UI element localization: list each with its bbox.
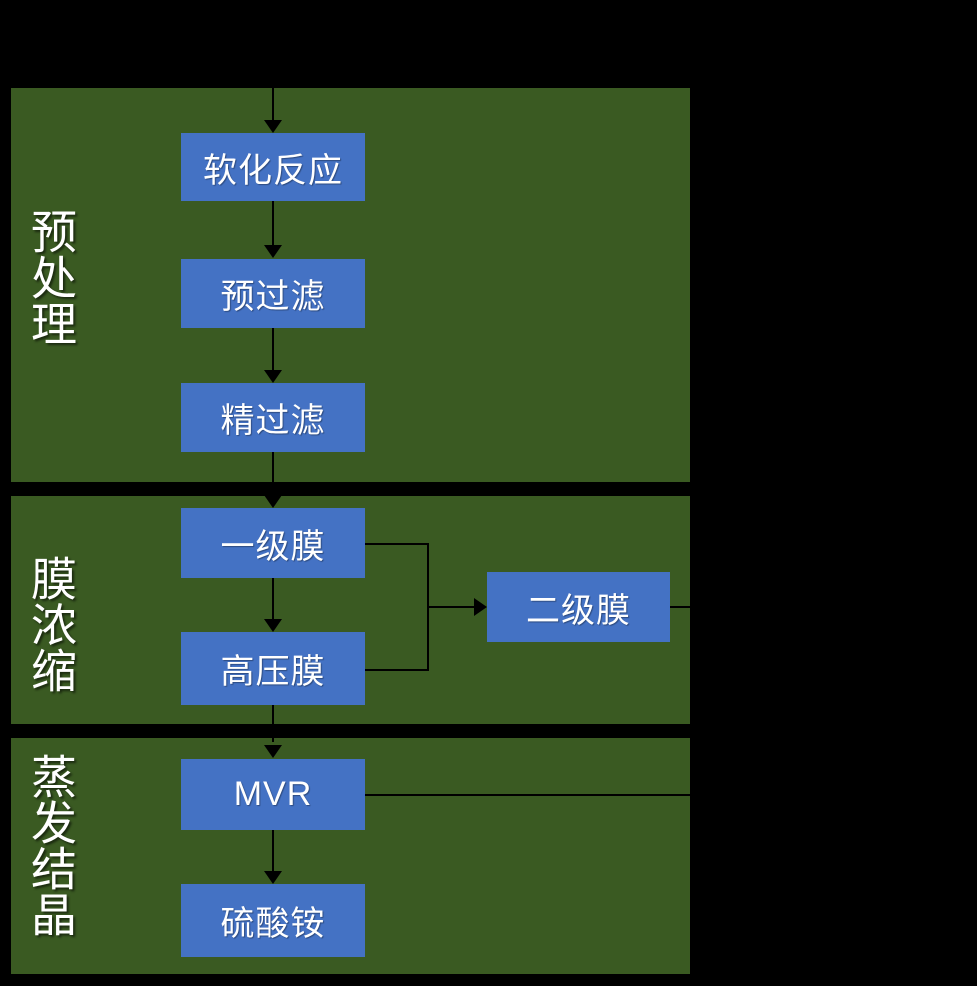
connector-gap-to-mvr [272, 738, 274, 742]
stage-label-evaporation-crystallization: 蒸发结晶 [25, 753, 77, 937]
node-mvr[interactable]: MVR [181, 759, 365, 830]
node-high-pressure-membrane[interactable]: 高压膜 [181, 632, 365, 705]
node-finefilter[interactable]: 精过滤 [181, 383, 365, 452]
connector-primary-to-merge [365, 543, 429, 545]
connector-high-pressure-to-merge [365, 669, 429, 671]
arrowhead-merge-to-secondary-membrane [474, 598, 487, 616]
arrowhead-softening-to-prefilter [264, 245, 282, 258]
arrowhead-to-mvr [264, 745, 282, 758]
arrowhead-mvr-to-ammonium-sulfate [264, 871, 282, 884]
node-primary-membrane[interactable]: 一级膜 [181, 508, 365, 578]
arrowhead-prefilter-to-finefilter [264, 370, 282, 383]
node-softening[interactable]: 软化反应 [181, 133, 365, 201]
stage-label-membrane-concentration: 膜浓缩 [25, 555, 77, 693]
connector-merge-to-secondary-membrane [427, 606, 477, 608]
connector-primary-to-high-pressure [272, 578, 274, 622]
arrowhead-inlet-to-softening [264, 120, 282, 133]
arrowhead-primary-to-high-pressure [264, 619, 282, 632]
stage-label-pretreatment: 预处理 [25, 208, 77, 346]
connector-mvr-to-ammonium-sulfate [272, 830, 274, 874]
connector-secondary-membrane-outlet [670, 606, 690, 608]
node-prefilter[interactable]: 预过滤 [181, 259, 365, 328]
node-ammonium-sulfate[interactable]: 硫酸铵 [181, 884, 365, 957]
connector-prefilter-to-finefilter [272, 328, 274, 372]
arrowhead-to-primary-membrane [264, 495, 282, 508]
connector-softening-to-prefilter [272, 201, 274, 247]
connector-mvr-outlet [365, 794, 690, 796]
node-secondary-membrane[interactable]: 二级膜 [487, 572, 670, 642]
connector-high-pressure-to-mvr [272, 705, 274, 748]
connector-finefilter-to-primary-membrane [272, 452, 274, 496]
connector-inlet-to-softening [272, 88, 274, 122]
